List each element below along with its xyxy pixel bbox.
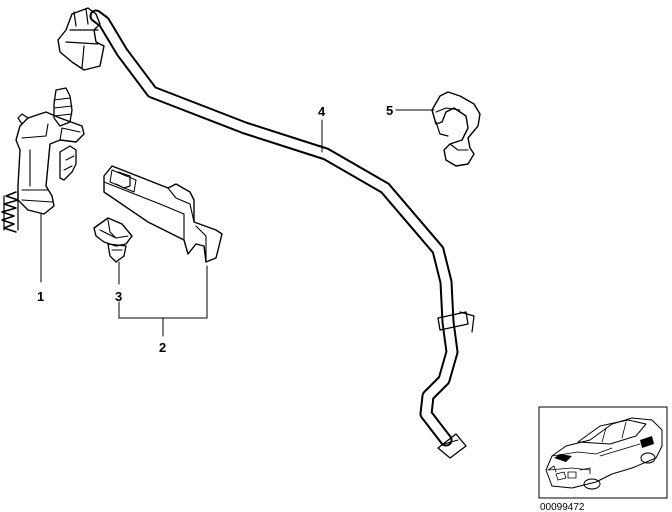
valve-part-1[interactable] [1, 87, 85, 233]
bracket-part-2[interactable] [103, 165, 223, 263]
car-thumbnail [538, 406, 668, 499]
callout-4: 4 [318, 104, 326, 119]
hose-part-4[interactable] [57, 7, 475, 459]
hose-clamp-part-5[interactable] [431, 91, 481, 167]
leader-lines [40, 109, 435, 337]
callout-3: 3 [115, 289, 122, 304]
spring-icon [1, 191, 19, 233]
callout-5: 5 [386, 103, 393, 118]
hose-connector-icon [57, 7, 105, 71]
callout-2: 2 [159, 340, 166, 355]
clip-part-3[interactable] [93, 217, 133, 263]
callout-1: 1 [37, 289, 44, 304]
car-icon [545, 417, 663, 490]
reference-number: 00099472 [540, 502, 585, 512]
